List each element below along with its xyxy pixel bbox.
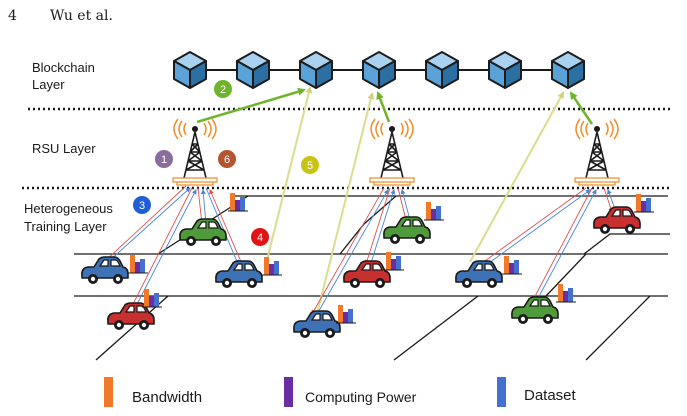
vehicle-green-2 (383, 216, 431, 245)
step-marker-2: 2 (214, 80, 232, 98)
step-marker-circle (251, 228, 269, 246)
step-marker-6: 6 (218, 150, 236, 168)
resource-bars-8 (501, 255, 523, 275)
block-1 (173, 51, 207, 89)
step-marker-circle (155, 150, 173, 168)
rsu-tower-icon-3 (574, 118, 620, 186)
step-marker-label: 5 (307, 160, 313, 172)
block-4 (362, 51, 396, 89)
blockchain-layer-label-1: Blockchain (32, 60, 95, 75)
yellow-arrows (265, 86, 564, 311)
vehicle-green-3 (511, 296, 559, 325)
step-markers: 1 2 3 4 5 6 (133, 80, 319, 246)
resource-bars-6 (383, 251, 405, 271)
training-layer-label-2: Training Layer (24, 219, 107, 234)
orange-bar-icon (104, 377, 113, 407)
resource-bars-3 (261, 256, 283, 276)
blue-bar-icon (497, 377, 506, 407)
vehicle-blue-2 (215, 260, 263, 289)
step-marker-label: 1 (161, 154, 167, 166)
legend: Bandwidth Computing Power Dataset (104, 377, 577, 407)
purple-bar-icon (284, 377, 293, 407)
step-marker-5: 5 (301, 156, 319, 174)
step-marker-circle (218, 150, 236, 168)
resource-bars-10 (633, 193, 655, 213)
step-marker-circle (214, 80, 232, 98)
running-title: Wu et al. (50, 8, 113, 24)
step-marker-circle (133, 196, 151, 214)
step-marker-3: 3 (133, 196, 151, 214)
block-3 (299, 51, 333, 89)
block-5 (425, 51, 459, 89)
vehicle-links (103, 185, 617, 317)
step-marker-label: 2 (220, 84, 226, 96)
vehicle-blue-4 (455, 260, 503, 289)
resource-bars-4 (141, 288, 163, 308)
green-upload-arrows (196, 87, 594, 125)
vehicle-green-1 (179, 218, 227, 247)
rsu-tower-icon-1 (172, 118, 218, 186)
blockchain-layer-label-2: Layer (32, 77, 65, 92)
step-marker-circle (301, 156, 319, 174)
vehicle-red-2 (343, 260, 391, 289)
legend-label-computing-power: Computing Power (305, 389, 417, 405)
resource-bars-5 (335, 304, 357, 324)
block-7 (551, 51, 585, 89)
page-number: 4 (8, 8, 17, 24)
vehicle-blue-1 (81, 256, 129, 285)
step-marker-label: 3 (139, 200, 145, 212)
legend-label-dataset: Dataset (524, 387, 577, 404)
step-marker-label: 4 (257, 232, 263, 244)
rsu-tower-icon-2 (369, 118, 415, 186)
resource-bars-9 (555, 283, 577, 303)
step-marker-1: 1 (155, 150, 173, 168)
block-2 (236, 51, 270, 89)
rsu-layer-label: RSU Layer (32, 141, 96, 156)
resource-bars-1 (127, 254, 149, 274)
block-6 (488, 51, 522, 89)
step-marker-label: 6 (224, 154, 230, 166)
vehicle-red-3 (593, 206, 641, 235)
training-layer-label-1: Heterogeneous (24, 201, 113, 216)
vehicle-blue-3 (293, 310, 341, 339)
resource-bars-7 (423, 201, 445, 221)
legend-label-bandwidth: Bandwidth (132, 389, 202, 406)
step-marker-4: 4 (251, 228, 269, 246)
